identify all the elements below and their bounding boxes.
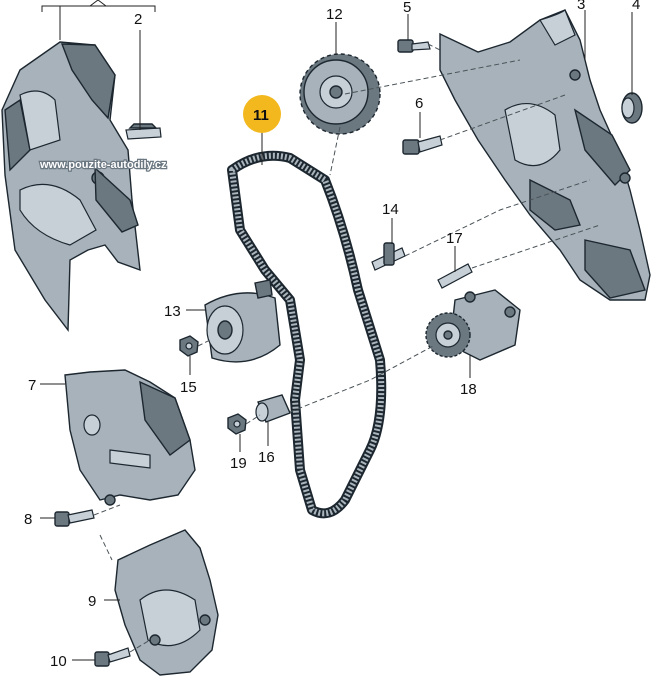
callout-13: 13 <box>164 303 181 320</box>
part-timing-belt <box>227 150 387 519</box>
callout-4: 4 <box>632 0 640 13</box>
callout-7: 7 <box>28 377 36 394</box>
watermark-text: www.pouzite-autodily.cz <box>39 159 167 171</box>
part-bolt-6 <box>402 135 443 155</box>
alignment-lines <box>93 43 601 653</box>
callout-11: 11 <box>253 107 269 124</box>
callout-9: 9 <box>88 593 96 610</box>
part-plug <box>621 92 643 124</box>
callout-8: 8 <box>24 511 32 528</box>
callout-16: 16 <box>258 449 275 466</box>
callout-17: 17 <box>446 230 463 247</box>
part-clip <box>125 123 162 140</box>
callout-2: 2 <box>134 11 142 28</box>
part-tensioner <box>204 279 281 363</box>
callout-14: 14 <box>382 201 399 218</box>
callout-3: 3 <box>577 0 585 13</box>
part-bolt-8 <box>54 509 95 527</box>
callout-12: 12 <box>326 6 343 23</box>
part-middle-timing-cover <box>64 369 196 506</box>
part-rear-timing-cover <box>439 9 651 301</box>
part-water-pump <box>425 289 521 361</box>
part-stud-17 <box>437 263 473 289</box>
callout-15: 15 <box>180 379 197 396</box>
leader-lines <box>40 0 633 661</box>
callout-10: 10 <box>50 653 67 670</box>
part-lower-timing-cover <box>114 529 219 676</box>
part-nut-19 <box>227 413 247 435</box>
callout-6: 6 <box>415 95 423 112</box>
part-nut-15 <box>179 335 199 357</box>
callout-labels: 2 3 4 5 6 7 8 9 10 11 12 13 14 15 16 17 … <box>24 0 640 670</box>
part-bolt-5 <box>397 39 431 53</box>
part-upper-timing-cover <box>1 41 141 332</box>
part-spacer <box>255 394 291 423</box>
highlight-circle <box>243 95 281 133</box>
part-camshaft-sprocket <box>299 53 381 135</box>
part-bolt-10 <box>94 647 131 667</box>
callout-5: 5 <box>403 0 411 16</box>
callout-19: 19 <box>230 455 247 472</box>
part-stud-14 <box>371 242 406 271</box>
callout-18: 18 <box>460 381 477 398</box>
